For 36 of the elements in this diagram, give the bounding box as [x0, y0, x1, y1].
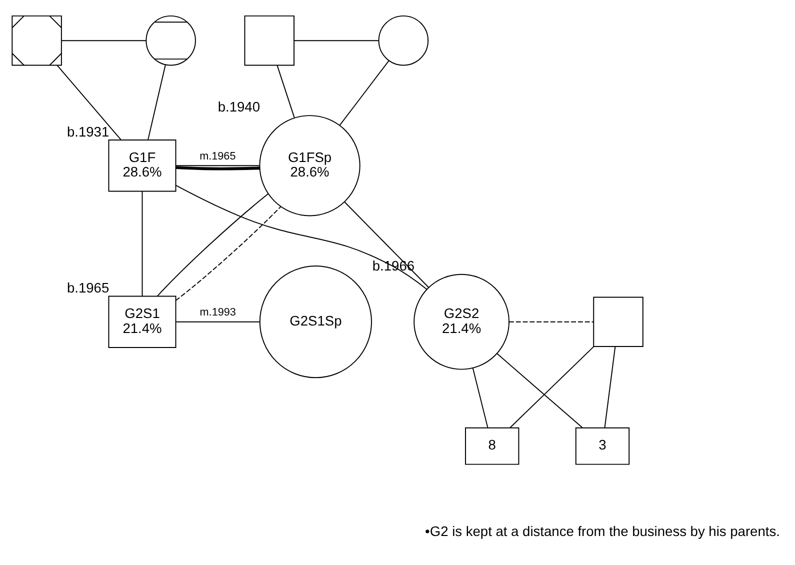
connector	[176, 166, 260, 170]
node-box: G2S1 21.4%	[108, 295, 176, 348]
edge-label: m.1965	[200, 150, 236, 162]
connector	[176, 164, 260, 166]
edge-label: m.1993	[200, 306, 236, 318]
connector	[344, 201, 430, 288]
connector	[496, 352, 583, 428]
node-square	[593, 296, 644, 346]
connector	[176, 184, 428, 290]
connector	[508, 320, 594, 322]
node-box: 8	[465, 426, 520, 464]
connector	[604, 346, 616, 428]
connector	[294, 40, 380, 41]
node-crossed-circle	[146, 14, 196, 66]
connector	[510, 346, 594, 428]
connector	[156, 192, 269, 296]
node-label: b.1931	[66, 124, 110, 139]
node-circle: G1FSp 28.6%	[259, 114, 360, 216]
connector	[142, 190, 143, 296]
node-circle: G2S2 21.4%	[414, 273, 510, 370]
connector	[175, 206, 282, 301]
node-label: b.1940	[218, 99, 260, 114]
node-box: G1F 28.6%	[108, 139, 176, 192]
node-square	[244, 14, 295, 66]
connector	[56, 64, 122, 140]
connector	[148, 64, 166, 140]
connector	[276, 64, 295, 118]
node-label: b.1965	[66, 280, 110, 295]
connector	[472, 367, 488, 428]
node-circle: G2S1Sp	[259, 265, 372, 378]
node-circle	[378, 14, 429, 66]
connector	[176, 320, 260, 322]
node-box: 3	[575, 426, 630, 464]
label: •G2 is kept at a distance from the business by his parents.	[425, 523, 780, 538]
connector	[61, 40, 147, 41]
connector	[339, 60, 390, 126]
